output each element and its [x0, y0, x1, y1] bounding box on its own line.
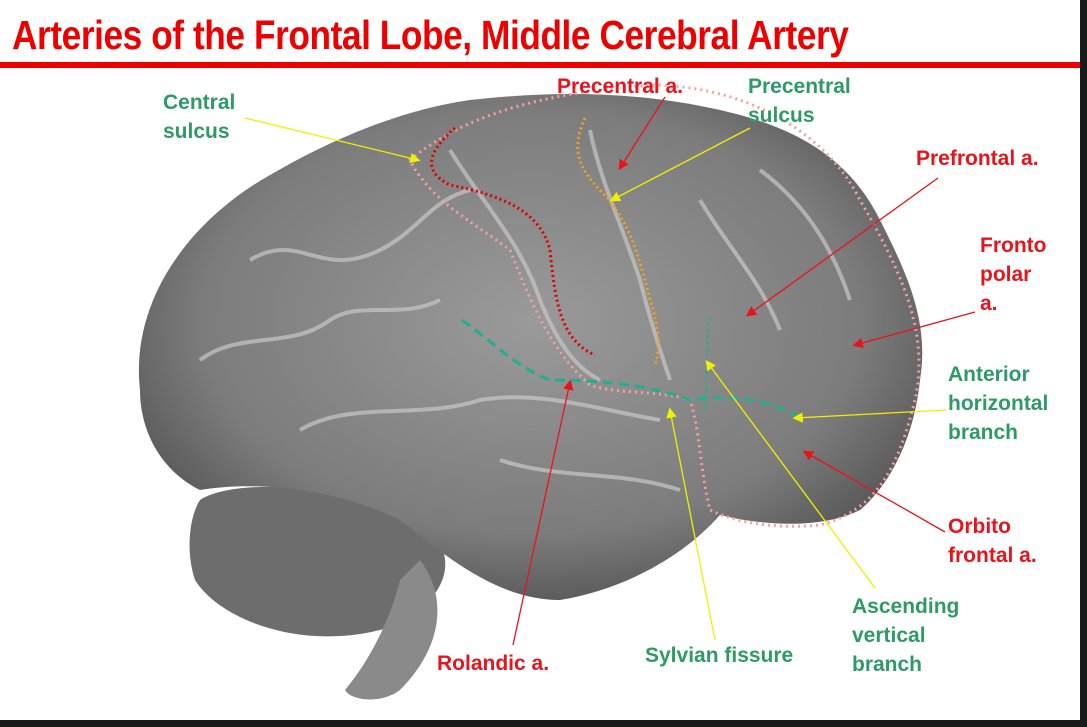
- label-line: Anterior: [948, 363, 1030, 386]
- label-line: frontal a.: [948, 544, 1037, 567]
- title-underline: [0, 62, 1080, 68]
- surface-vessels: [198, 129, 852, 492]
- label-prefrontal-a: Prefrontal a.: [916, 147, 1039, 170]
- precentral-sulcus-outline: [576, 117, 660, 366]
- cerebrum: [138, 94, 923, 600]
- precentral-sulcus-pointer: [609, 127, 751, 202]
- label-line: branch: [852, 653, 923, 676]
- precentral-a-pointer: [618, 96, 666, 171]
- label-ascending-vertical-branch: Ascending vertical branch: [852, 592, 959, 679]
- prefrontal-a-pointer: [745, 177, 939, 317]
- frontal-lobe-outline: [408, 83, 921, 528]
- label-line: Orbito: [948, 515, 1011, 538]
- label-sylvian-fissure: Sylvian fissure: [645, 644, 794, 667]
- label-line: Central: [163, 91, 236, 114]
- central-sulcus-outline: [430, 126, 596, 357]
- label-fronto-polar-a: Fronto polar a.: [980, 231, 1046, 318]
- label-precentral-a: Precentral a.: [557, 75, 684, 98]
- label-line: vertical: [852, 624, 926, 647]
- label-line: Fronto: [980, 234, 1047, 257]
- label-rolandic-a: Rolandic a.: [437, 652, 550, 675]
- label-anterior-horizontal-branch: Anterior horizontal branch: [948, 360, 1048, 447]
- orbito-frontal-a-pointer: [802, 450, 946, 533]
- label-orbito-frontal-a: Orbito frontal a.: [948, 512, 1037, 570]
- brainstem: [345, 560, 438, 700]
- cerebellum: [189, 486, 446, 637]
- ascending-vertical-pointer: [705, 359, 876, 589]
- label-line: horizontal: [948, 392, 1049, 415]
- label-central-sulcus: Central sulcus: [163, 88, 235, 146]
- label-line: Precentral: [748, 75, 851, 98]
- label-line: Ascending: [852, 595, 960, 618]
- slide-title: Arteries of the Frontal Lobe, Middle Cer…: [12, 12, 849, 58]
- fronto-polar-a-pointer: [852, 311, 976, 348]
- label-line: a.: [980, 292, 998, 315]
- label-line: branch: [948, 421, 1019, 444]
- label-line: sulcus: [163, 120, 230, 143]
- label-line: sulcus: [748, 104, 815, 127]
- ascending-branch-outline: [704, 314, 711, 411]
- sylvian-fissure-pointer: [666, 407, 716, 641]
- anterior-horizontal-pointer: [792, 409, 947, 423]
- sylvian-fissure-outline: [461, 318, 801, 420]
- label-line: polar: [980, 263, 1032, 286]
- central-sulcus-pointer: [244, 117, 421, 164]
- label-precentral-sulcus: Precentral sulcus: [748, 72, 851, 130]
- rolandic-a-pointer: [512, 379, 574, 646]
